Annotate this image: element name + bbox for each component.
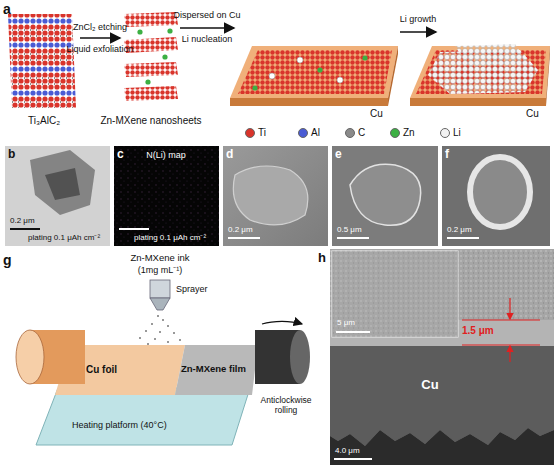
scale-label: 4.0 μm [335,446,360,455]
legend-swatch [345,128,355,138]
panel-letter: f [445,148,449,162]
ink-label: Zn-MXene ink [130,253,189,264]
panel-letter: a [3,1,11,17]
part-label: Sprayer [176,284,208,294]
legend-swatch [298,128,308,138]
legend-text: Zn [403,127,415,138]
panel-letter: b [8,148,15,162]
scale-label: 0.2 μm [447,225,472,234]
legend-swatch [245,128,255,138]
panel-letter: g [3,252,12,268]
step-label: ZnCl₂ etching [73,22,127,32]
substrate-label: Cu [526,108,539,120]
thickness-label: 1.5 μm [462,325,494,337]
legend-item: Zn [390,127,415,138]
scale-label: 0.2 μm [228,225,253,234]
legend-item: Li [440,127,461,138]
legend-text: Al [311,127,320,138]
panel-letter: c [117,148,124,162]
step-label: Li nucleation [182,34,233,44]
scale-label: 0.5 μm [337,225,362,234]
material-label: Zn-MXene nanosheets [100,115,201,127]
ink-label: (1mg mL⁻¹) [138,265,183,275]
legend-item: Al [298,127,320,138]
part-label: Cu foil [86,364,117,376]
panel-letter: d [226,148,233,162]
panel-letter: h [318,251,326,266]
legend-swatch [440,128,450,138]
legend-text: C [358,127,365,138]
scale-label: 0.2 μm [10,216,35,225]
legend-swatch [390,128,400,138]
part-label: Heating platform (40°C) [72,420,167,430]
condition-note: plating 0.1 μAh cm⁻² [134,233,206,242]
step-label: Li growth [400,14,437,24]
material-label: Ti₃AlC₂ [28,115,60,127]
legend-text: Ti [258,127,266,138]
legend-item: Ti [245,127,266,138]
substrate-label: Cu [421,378,438,393]
step-label: Liquid exfoliation [66,44,133,54]
legend-text: Li [453,127,461,138]
step-label: Dispersed on Cu [173,10,240,20]
part-label: Anticlockwise rolling [256,396,316,416]
legend-item: C [345,127,365,138]
map-label: N(Li) map [146,150,186,160]
condition-note: plating 0.1 μAh cm⁻² [28,233,100,242]
scale-label: 5 μm [337,318,355,327]
part-label: Zn-MXene film [181,364,246,375]
panel-letter: e [335,148,342,162]
substrate-label: Cu [370,108,383,120]
